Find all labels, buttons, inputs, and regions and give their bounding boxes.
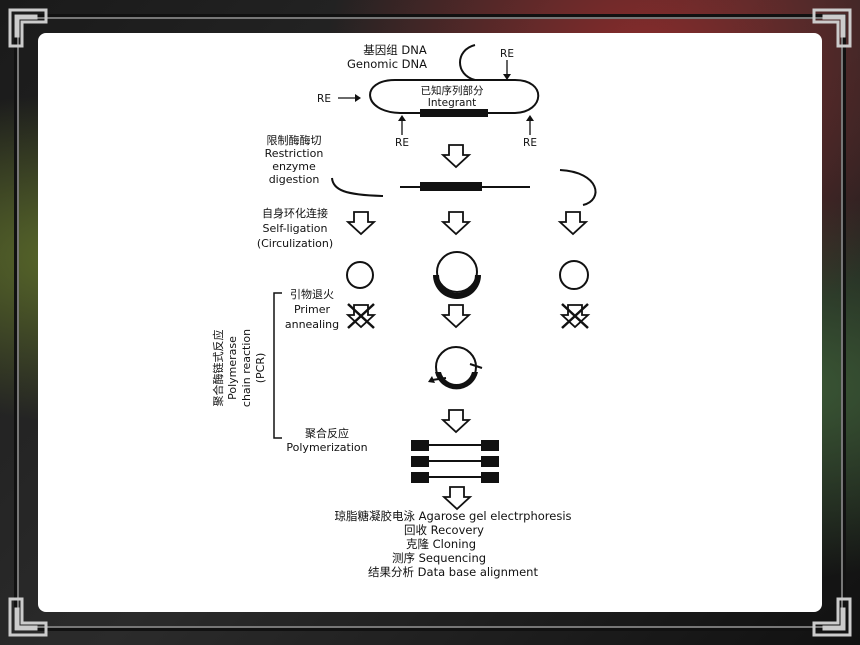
re-site-label: RE (395, 137, 409, 149)
final-step-recovery: 回收 Recovery (404, 523, 484, 537)
self-ligation-cn-label: 自身环化连接 (262, 206, 328, 220)
step-arrow-icon (347, 211, 375, 235)
empty-circle (346, 261, 374, 289)
final-step-sequencing: 测序 Sequencing (392, 551, 486, 565)
re-site-label: RE (500, 48, 514, 60)
primer-annealing-cn-label: 引物退火 (290, 287, 334, 301)
empty-circle (559, 260, 589, 290)
pcr-en-label-2: chain reaction (240, 329, 253, 407)
final-step-alignment: 结果分析 Data base alignment (368, 565, 538, 579)
slide-frame (14, 14, 846, 631)
blocked-cross-icon (347, 303, 375, 329)
circularized-integrant (433, 251, 481, 299)
final-step-gel: 琼脂糖凝胶电泳 Agarose gel electrphoresis (334, 509, 571, 523)
pcr-cn-label: 聚合酶链式反应 (211, 330, 225, 407)
primer-label: Primer (294, 303, 331, 316)
step-arrow-icon (442, 409, 470, 433)
genomic-dna-loop (338, 44, 540, 135)
corner-ornament-icon (8, 597, 48, 637)
genomic-dna-en-label: Genomic DNA (347, 57, 427, 71)
pcr-bracket (273, 292, 282, 439)
pcr-products (411, 440, 499, 483)
step-arrow-icon (442, 211, 470, 235)
content-panel (38, 33, 822, 612)
digestion-cn-label: 限制酶酶切 (267, 134, 322, 147)
digestion-en-label-1: Restriction (265, 147, 324, 160)
circle-with-primers (428, 346, 483, 390)
digestion-en-label-2: enzyme (272, 160, 316, 173)
re-site-label: RE (317, 93, 331, 105)
corner-ornament-icon (812, 597, 852, 637)
circulization-label: (Circulization) (257, 237, 333, 250)
known-sequence-cn-label: 已知序列部分 (421, 84, 484, 97)
pcr-en-label-3: (PCR) (254, 353, 267, 384)
pcr-en-label-1: Polymerase (226, 336, 239, 400)
blocked-cross-icon (561, 303, 589, 329)
corner-ornament-icon (812, 8, 852, 48)
polymerization-en-label: Polymerization (286, 441, 367, 454)
self-ligation-en-label: Self-ligation (263, 222, 328, 235)
digested-fragments (331, 169, 597, 206)
integrant-label: Integrant (428, 97, 477, 109)
re-site-label: RE (523, 137, 537, 149)
step-arrow-icon (559, 211, 587, 235)
step-arrow-icon (442, 144, 470, 168)
polymerization-cn-label: 聚合反应 (305, 426, 349, 440)
genomic-dna-cn-label: 基因组 DNA (363, 43, 427, 57)
annealing-label: annealing (285, 318, 339, 331)
final-step-cloning: 克隆 Cloning (406, 537, 476, 551)
pcr-vertical-label: 聚合酶链式反应 Polymerase chain reaction (PCR) (211, 329, 267, 407)
step-arrow-icon (443, 486, 471, 510)
step-arrow-icon (442, 304, 470, 328)
digestion-en-label-3: digestion (269, 173, 320, 186)
corner-ornament-icon (8, 8, 48, 48)
